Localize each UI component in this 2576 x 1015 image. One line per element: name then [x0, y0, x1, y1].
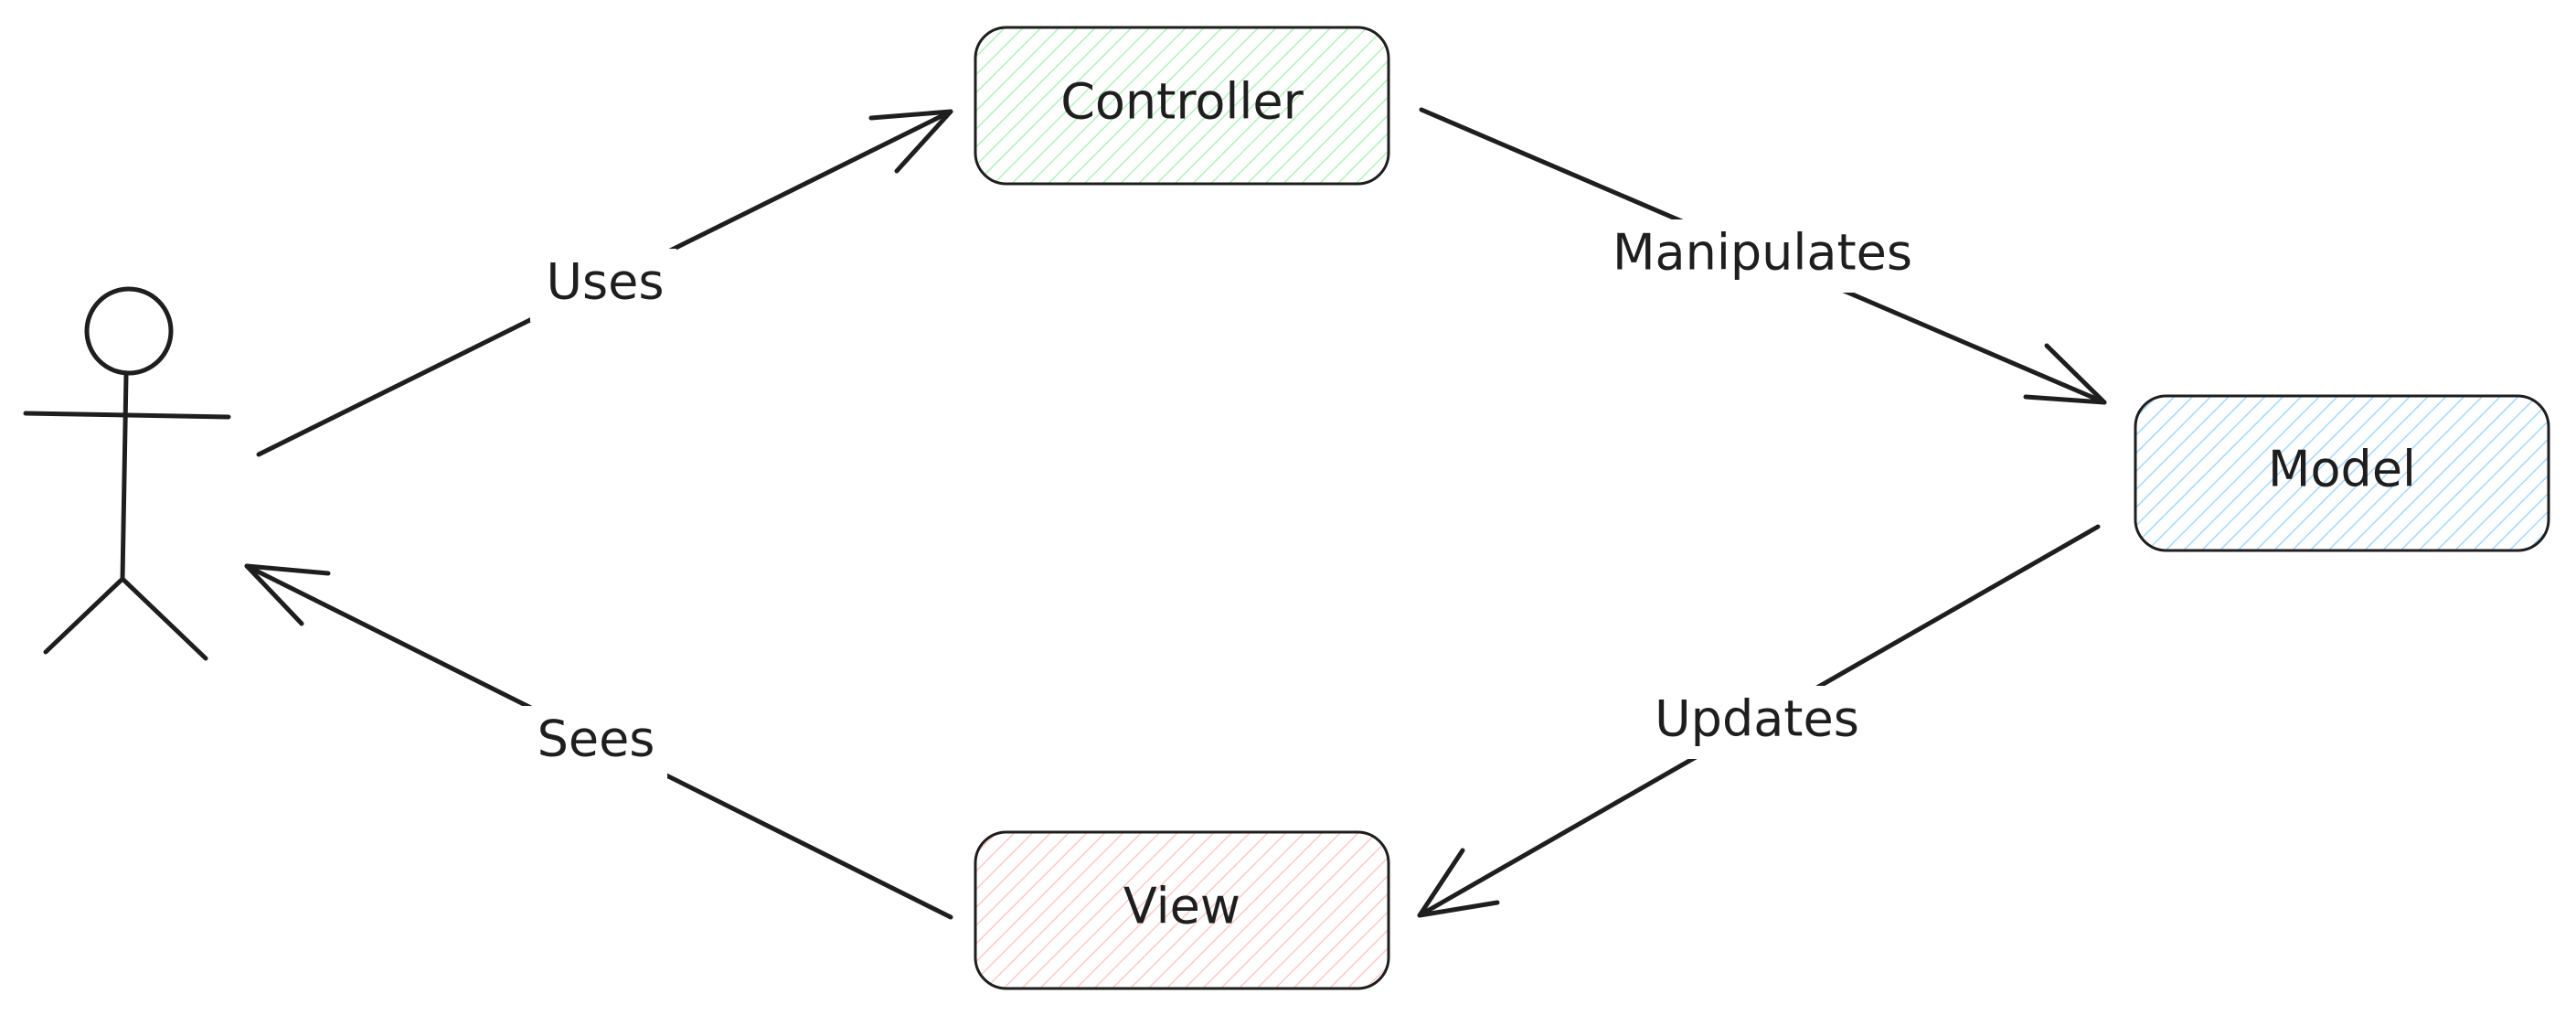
edge-sees: Sees	[244, 563, 953, 920]
edge-sees-arrowhead	[244, 563, 331, 626]
edge-updates-arrowhead	[1417, 848, 1500, 918]
view-node[interactable]: View	[974, 830, 1390, 990]
edge-manipulates-label: Manipulates	[1613, 224, 1912, 282]
controller-label: Controller	[1060, 73, 1304, 131]
edge-updates: Updates	[1417, 524, 2101, 918]
edge-updates-label: Updates	[1655, 690, 1859, 748]
model-label: Model	[2268, 441, 2416, 498]
edge-manipulates-arrowhead	[2023, 343, 2107, 405]
edge-uses: Uses	[256, 109, 953, 457]
edge-uses-arrowhead	[868, 109, 953, 174]
view-label: View	[1123, 878, 1240, 935]
model-node[interactable]: Model	[2134, 394, 2550, 552]
controller-node[interactable]: Controller	[974, 26, 1390, 186]
edge-sees-label: Sees	[538, 710, 655, 768]
edge-manipulates: Manipulates	[1419, 107, 2107, 405]
stick-figure-icon	[23, 286, 231, 661]
edge-uses-label: Uses	[546, 253, 664, 311]
